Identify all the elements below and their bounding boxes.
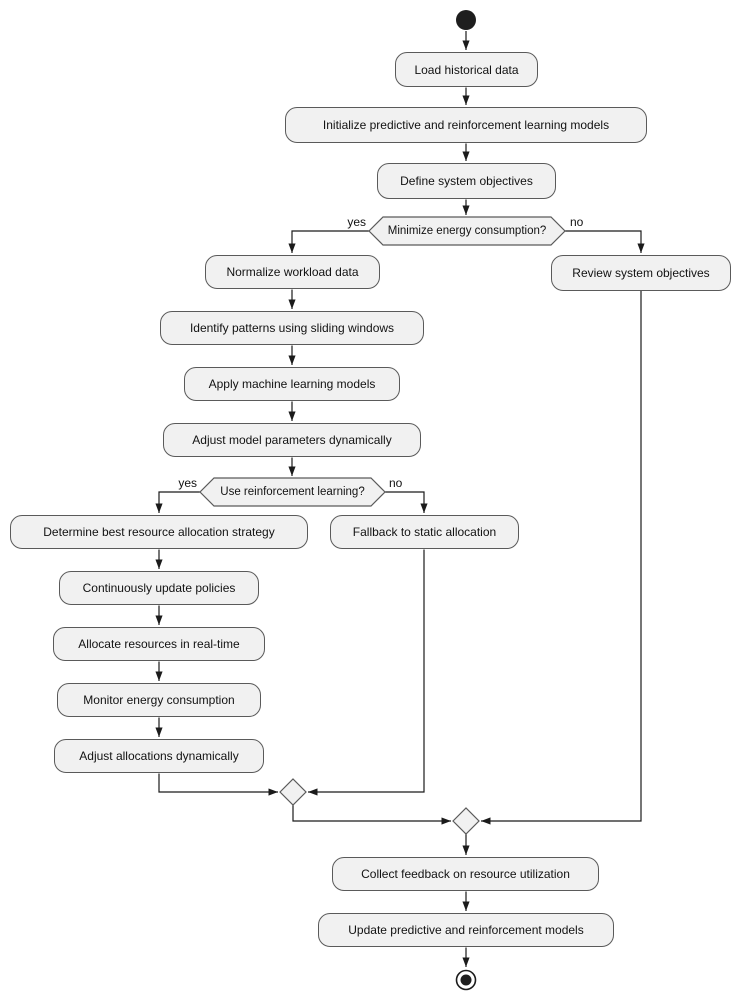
start-node-icon <box>456 10 476 30</box>
merge-diamond-1 <box>279 778 307 806</box>
activity-continuously-update-policies: Continuously update policies <box>59 571 259 605</box>
activity-initialize-models: Initialize predictive and reinforcement … <box>285 107 647 143</box>
activity-normalize-workload-data: Normalize workload data <box>205 255 380 289</box>
decision2-hexagon <box>199 477 386 507</box>
decision1-no-label: no <box>570 215 584 229</box>
activity-fallback-static-allocation: Fallback to static allocation <box>330 515 519 549</box>
activity-adjust-allocations-dynamically: Adjust allocations dynamically <box>54 739 264 773</box>
edge-decision2-yes <box>155 491 200 513</box>
edge-merge1-to-merge2 <box>292 805 451 825</box>
activity-apply-ml-models: Apply machine learning models <box>184 367 400 401</box>
decision1-yes-label: yes <box>347 215 366 229</box>
activity-update-models: Update predictive and reinforcement mode… <box>318 913 614 947</box>
edge-review-to-merge2 <box>481 291 642 825</box>
activity-adjust-model-parameters: Adjust model parameters dynamically <box>163 423 421 457</box>
edge-decision1-no <box>565 230 645 253</box>
activity-load-historical-data: Load historical data <box>395 52 538 87</box>
merge-diamond-2 <box>452 807 480 835</box>
edge-adjustalloc-to-merge1 <box>158 773 278 796</box>
edge-fallback-to-merge1 <box>308 549 425 796</box>
decision1-hexagon <box>368 216 566 246</box>
decision2-label: Use reinforcement learning? <box>220 486 365 498</box>
activity-determine-allocation-strategy: Determine best resource allocation strat… <box>10 515 308 549</box>
edge-decision2-no <box>385 491 428 513</box>
decision2-yes-label: yes <box>178 476 197 490</box>
activity-allocate-resources-realtime: Allocate resources in real-time <box>53 627 265 661</box>
decision1-label: Minimize energy consumption? <box>387 225 547 237</box>
end-node-dot-icon <box>460 974 472 986</box>
activity-review-system-objectives: Review system objectives <box>551 255 731 291</box>
activity-monitor-energy-consumption: Monitor energy consumption <box>57 683 261 717</box>
edge-decision1-yes <box>288 230 369 253</box>
decision2-no-label: no <box>389 476 403 490</box>
activity-collect-feedback: Collect feedback on resource utilization <box>332 857 599 891</box>
activity-identify-patterns: Identify patterns using sliding windows <box>160 311 424 345</box>
activity-define-system-objectives: Define system objectives <box>377 163 556 199</box>
